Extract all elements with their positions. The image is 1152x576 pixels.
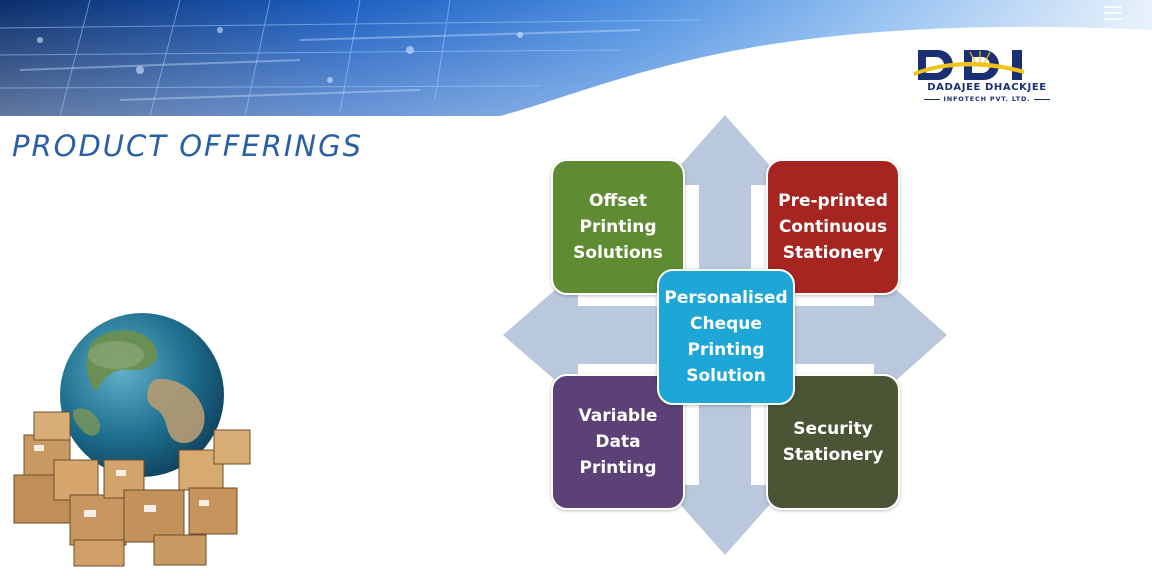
offering-offset-printing-label: Offset Printing Solutions [573,191,663,263]
offering-variable-data-printing-label: Variable Data Printing [578,406,658,478]
logo-mark-icon [914,48,1060,82]
offering-offset-printing: Offset Printing Solutions [551,159,685,295]
globe-with-parcels-illustration [13,313,251,567]
offering-security-stationery-label: Security Stationery [782,419,884,465]
offering-continuous-stationery-label: Pre-printed Continuous Stationery [778,191,888,263]
logo-company-name: DADAJEE DHACKJEE [927,82,1047,93]
page-title: PRODUCT OFFERINGS [12,129,363,163]
offering-cheque-printing-label: Personalised Cheque Printing Solution [664,288,788,386]
logo-company-subtitle: INFOTECH PVT. LTD. [906,95,1068,103]
offering-cheque-printing: Personalised Cheque Printing Solution [657,269,795,405]
company-logo: DADAJEE DHACKJEE INFOTECH PVT. LTD. [906,42,1072,118]
